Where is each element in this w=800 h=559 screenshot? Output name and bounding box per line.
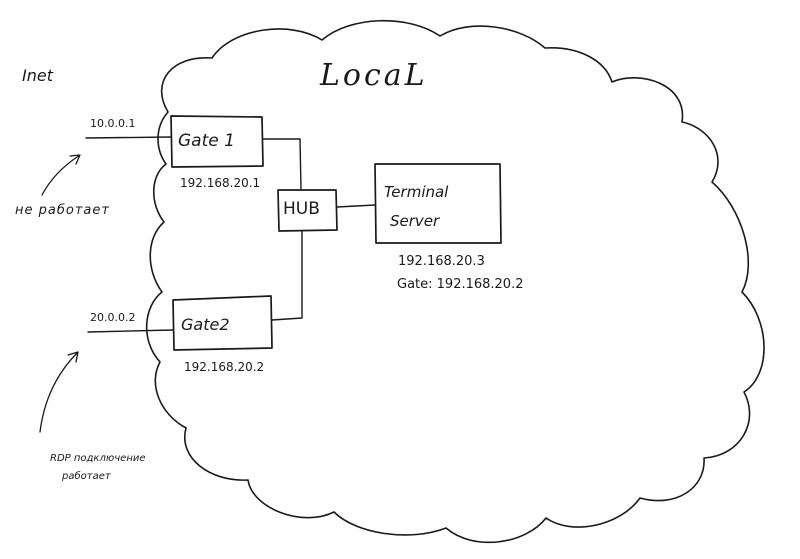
hub-server-link — [336, 204, 376, 208]
gate2-hub-link — [271, 230, 303, 321]
gate2-name: Gate2 — [181, 315, 230, 334]
arrow-gate1-note — [41, 154, 81, 196]
arrow-gate2-note — [39, 351, 79, 433]
gate1-box — [170, 115, 264, 168]
local-label: LocaL — [320, 58, 428, 93]
gate1-status-note: не работает — [15, 203, 110, 218]
gate2-status-note-line2: работает — [62, 471, 111, 482]
inet-label: Inet — [22, 66, 53, 85]
gate2-internal-ip: 192.168.20.2 — [184, 360, 265, 374]
gate2-internet-link — [87, 329, 174, 333]
gate1-name: Gate 1 — [178, 131, 235, 151]
terminal-server-ip: 192.168.20.3 — [398, 254, 485, 269]
hub-box — [277, 189, 338, 232]
hub-label: HUB — [283, 199, 320, 219]
terminal-server-line1: Terminal — [384, 183, 449, 201]
terminal-server-line2: Server — [390, 212, 440, 230]
gate1-internal-ip: 192.168.20.1 — [180, 176, 261, 190]
gate2-external-ip: 20.0.0.2 — [90, 311, 136, 324]
gate1-internet-link — [85, 136, 172, 139]
terminal-server-box — [374, 163, 502, 244]
gate1-hub-link — [262, 138, 302, 191]
gate2-status-note-line1: RDP подключение — [50, 453, 146, 464]
terminal-server-gate: Gate: 192.168.20.2 — [397, 277, 524, 292]
local-network-cloud — [145, 19, 765, 544]
gate2-box — [172, 295, 273, 351]
gate1-external-ip: 10.0.0.1 — [90, 117, 136, 130]
